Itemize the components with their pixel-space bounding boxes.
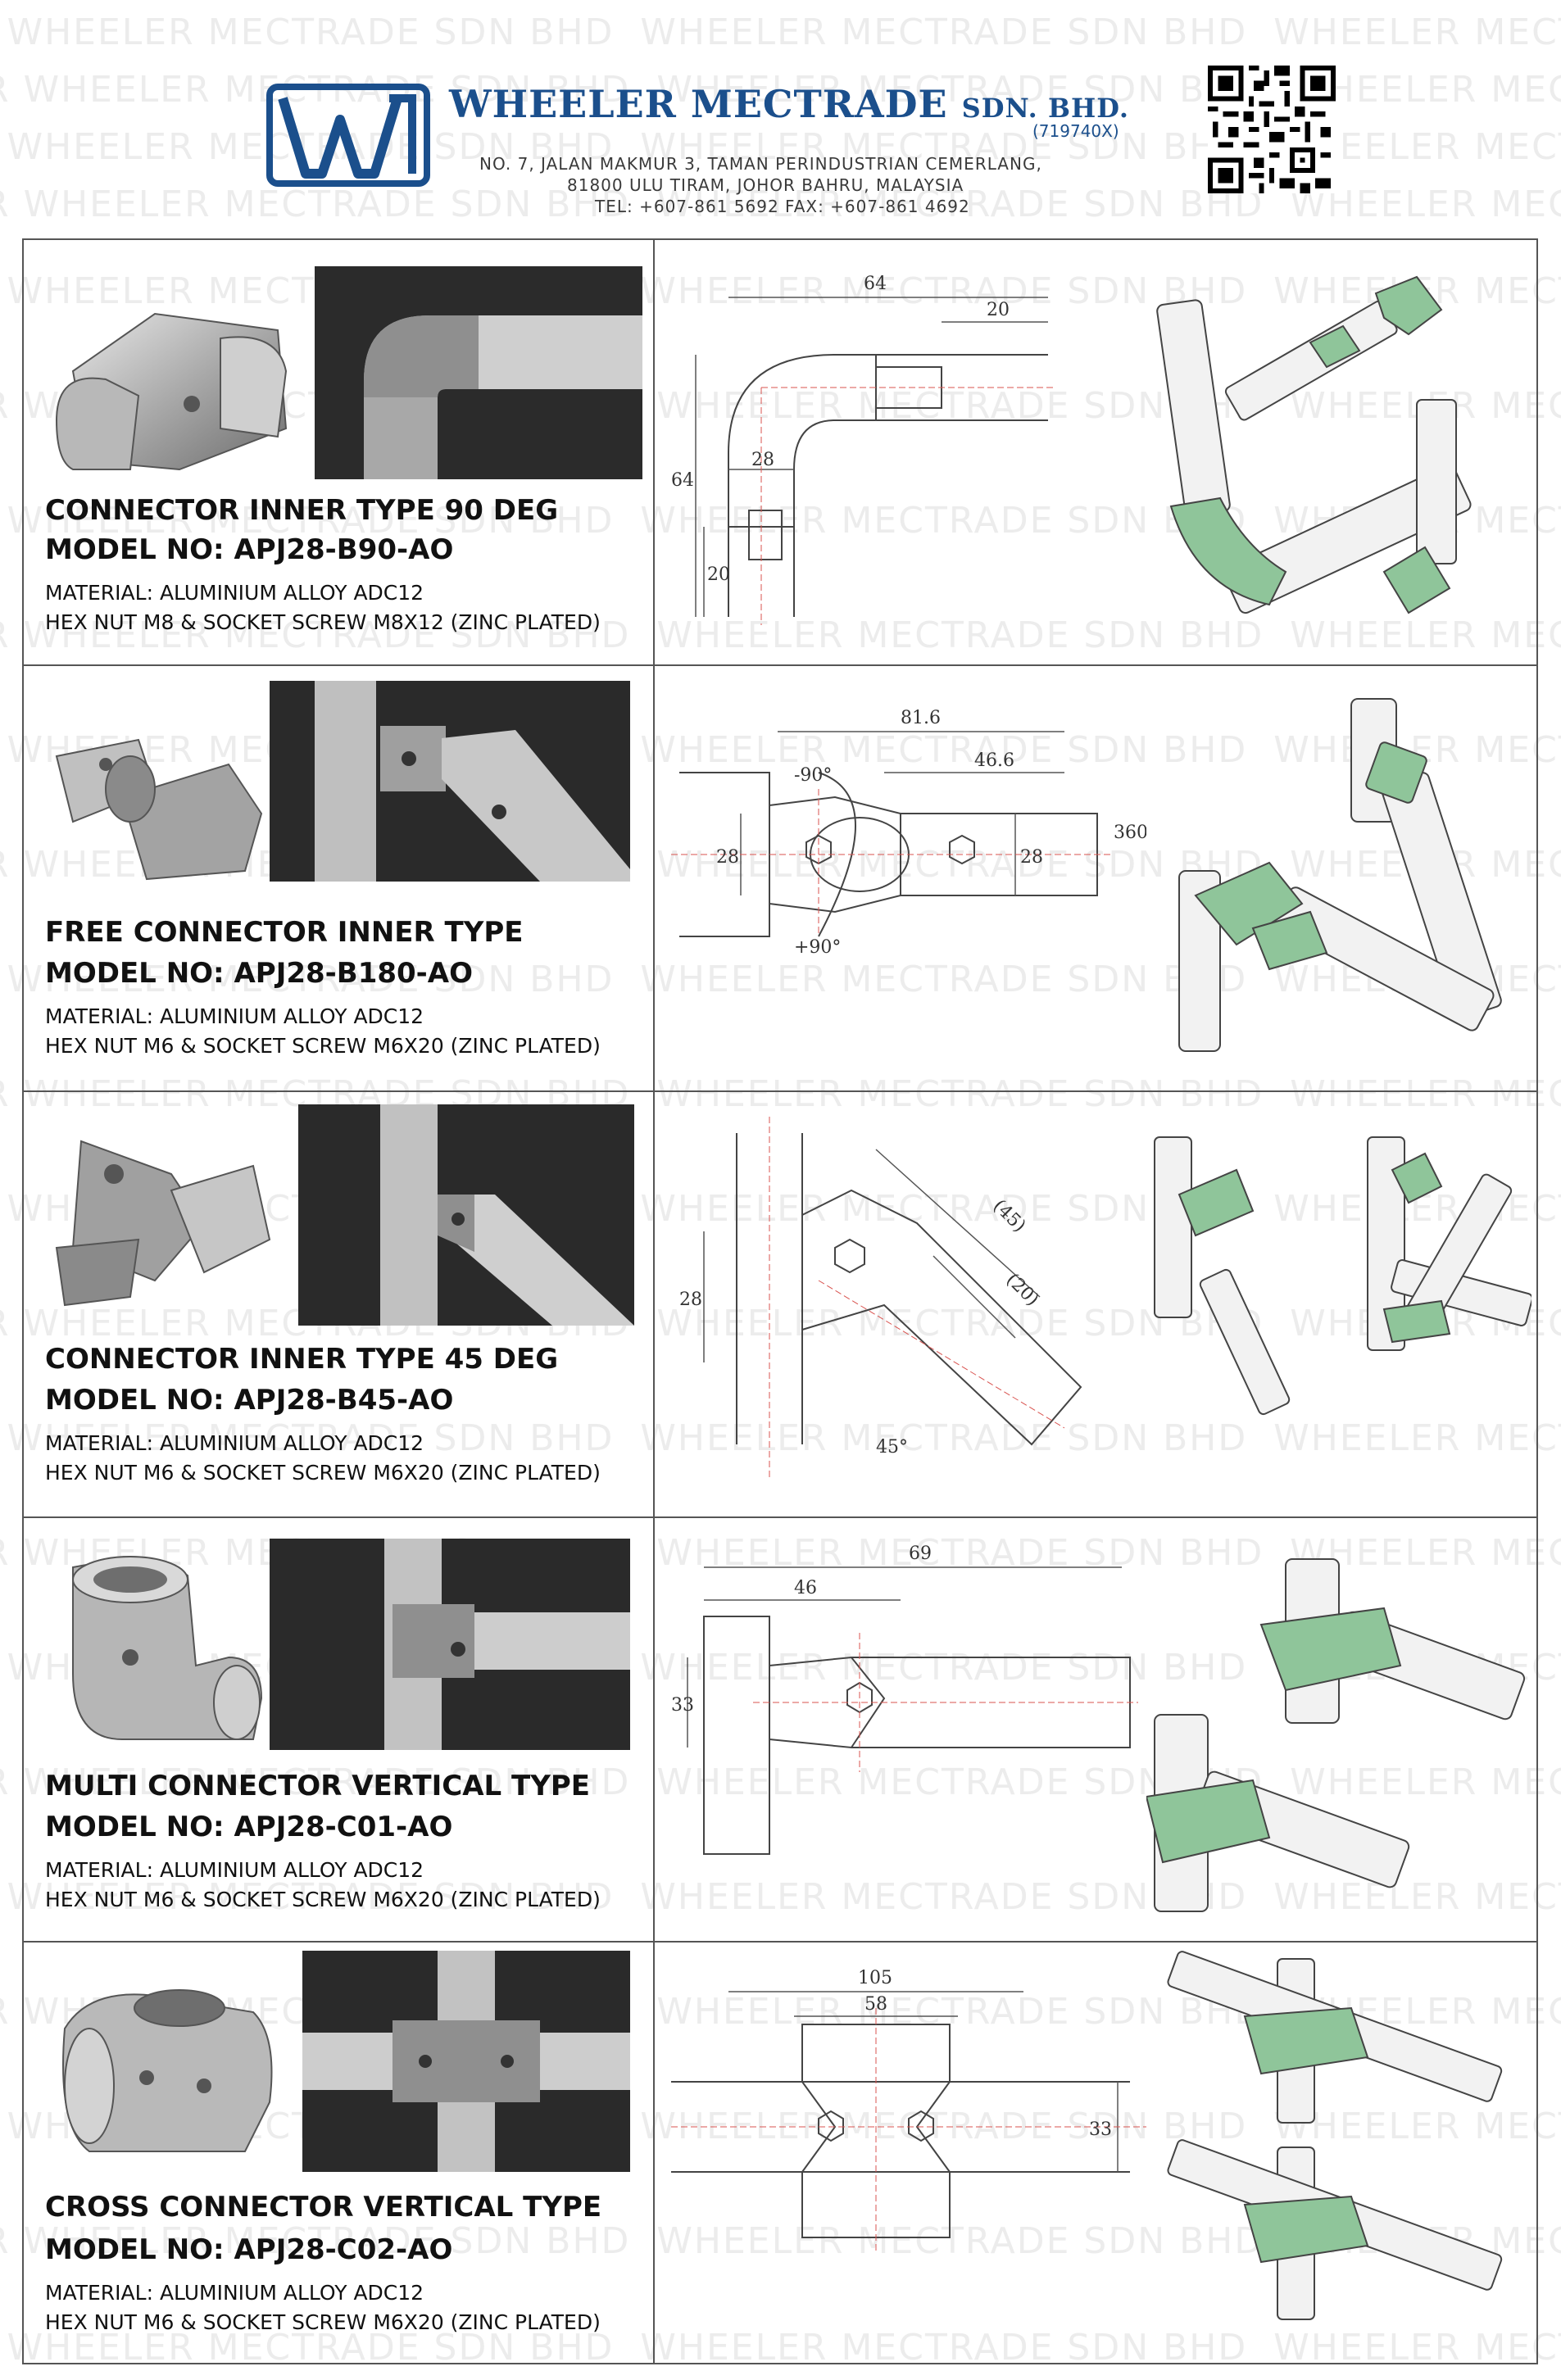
dim-label: 81.6 — [901, 708, 941, 728]
product-row: FREE CONNECTOR INNER TYPE MODEL NO: APJ2… — [24, 666, 1536, 1092]
contact-line: TEL: +607-861 5692 FAX: +607-861 4692 — [595, 197, 970, 216]
multi-connector-photo — [72, 1556, 263, 1740]
dim-label: 28 — [1020, 847, 1043, 868]
product-row: CONNECTOR INNER TYPE 90 DEG MODEL NO: AP… — [24, 240, 1536, 666]
product-title: CONNECTOR INNER TYPE 90 DEG — [45, 494, 559, 527]
column-divider — [653, 1092, 655, 1516]
model-number: MODEL NO: APJ28-B45-AO — [45, 1384, 454, 1417]
multi-connector-installed-photo — [270, 1539, 630, 1750]
dim-label: 69 — [909, 1544, 932, 1564]
dim-label: 105 — [858, 1968, 892, 1988]
dim-label: 33 — [1089, 2119, 1112, 2140]
material-spec: MATERIAL: ALUMINIUM ALLOY ADC12 — [45, 1004, 424, 1028]
dim-label: 360° — [1114, 823, 1146, 843]
connector-45-installed-photo — [298, 1104, 634, 1326]
hardware-spec: HEX NUT M6 & SOCKET SCREW M6X20 (ZINC PL… — [45, 1888, 601, 1911]
hardware-spec: HEX NUT M8 & SOCKET SCREW M8X12 (ZINC PL… — [45, 610, 601, 634]
dim-label: 28 — [751, 450, 774, 470]
dim-label: +90° — [794, 937, 841, 958]
dim-label: 28 — [716, 847, 739, 868]
material-spec: MATERIAL: ALUMINIUM ALLOY ADC12 — [45, 1431, 424, 1455]
column-divider — [653, 1518, 655, 1941]
column-divider — [653, 666, 655, 1090]
hardware-spec: HEX NUT M6 & SOCKET SCREW M6X20 (ZINC PL… — [45, 1034, 601, 1058]
product-title: CROSS CONNECTOR VERTICAL TYPE — [45, 2191, 602, 2224]
cross-connector-installed-photo — [302, 1951, 630, 2172]
cross-connector-dimension-drawing: 105 58 33 — [671, 1968, 1146, 2254]
product-table: CONNECTOR INNER TYPE 90 DEG MODEL NO: AP… — [22, 238, 1538, 2364]
multi-connector-assembly-illustration — [1146, 1558, 1526, 1912]
dim-label: (45) — [989, 1196, 1030, 1237]
material-spec: MATERIAL: ALUMINIUM ALLOY ADC12 — [45, 581, 424, 605]
free-connector-dimension-drawing: 81.6 46.6 -90° +90° 28 28 360° — [671, 708, 1146, 958]
dim-label: 20 — [707, 564, 730, 585]
product-title: CONNECTOR INNER TYPE 45 DEG — [45, 1343, 559, 1376]
model-number: MODEL NO: APJ28-C02-AO — [45, 2233, 453, 2266]
connector-45-photo — [55, 1140, 271, 1307]
multi-connector-dimension-drawing: 69 46 33 — [671, 1544, 1138, 1855]
dim-label: 33 — [671, 1695, 694, 1716]
address-line-2: 81800 ULU TIRAM, JOHOR BAHRU, MALAYSIA — [567, 175, 964, 195]
company-registration: (719740X) — [1032, 121, 1119, 141]
cross-connector-assembly-illustration — [1167, 1951, 1503, 2320]
material-spec: MATERIAL: ALUMINIUM ALLOY ADC12 — [45, 2281, 424, 2305]
product-row: CROSS CONNECTOR VERTICAL TYPE MODEL NO: … — [24, 1943, 1536, 2363]
cross-connector-photo — [62, 1989, 273, 2152]
connector-90-dimension-drawing: 64 20 64 28 20 — [671, 274, 1056, 625]
dim-label: 20 — [987, 300, 1010, 320]
model-number: MODEL NO: APJ28-C01-AO — [45, 1811, 453, 1843]
product-row: MULTI CONNECTOR VERTICAL TYPE MODEL NO: … — [24, 1518, 1536, 1943]
connector-90-assembly-illustration — [1156, 275, 1472, 614]
dim-label: 45° — [876, 1437, 908, 1457]
column-divider — [653, 1943, 655, 2363]
dim-label: 58 — [864, 1994, 887, 2015]
company-name: WHEELER MECTRADE SDN. BHD. — [449, 82, 1129, 126]
free-connector-photo — [55, 738, 263, 881]
free-connector-installed-photo — [270, 681, 630, 882]
connector-90-installed-photo — [315, 266, 642, 479]
connector-45-dimension-drawing: (45) (20) 28 45° — [679, 1117, 1082, 1477]
connector-45-assembly-illustration — [1154, 1136, 1532, 1416]
connector-90-photo — [55, 312, 288, 471]
material-spec: MATERIAL: ALUMINIUM ALLOY ADC12 — [45, 1858, 424, 1882]
column-divider — [653, 240, 655, 664]
product-title: MULTI CONNECTOR VERTICAL TYPE — [45, 1770, 590, 1802]
product-title: FREE CONNECTOR INNER TYPE — [45, 916, 524, 949]
model-number: MODEL NO: APJ28-B90-AO — [45, 533, 454, 566]
dim-label: 46 — [794, 1578, 817, 1598]
qr-code-icon[interactable] — [1208, 66, 1336, 193]
dim-label: -90° — [794, 765, 832, 786]
model-number: MODEL NO: APJ28-B180-AO — [45, 957, 474, 990]
dim-label: (20) — [1002, 1270, 1043, 1311]
dim-label: 46.6 — [974, 750, 1014, 771]
dim-label: 64 — [864, 274, 887, 294]
hardware-spec: HEX NUT M6 & SOCKET SCREW M6X20 (ZINC PL… — [45, 1461, 601, 1485]
wm-logo-icon — [266, 84, 430, 187]
letterhead: WHEELER MECTRADE SDN. BHD. (719740X) NO.… — [0, 0, 1561, 238]
dim-label: 64 — [671, 470, 694, 491]
hardware-spec: HEX NUT M6 & SOCKET SCREW M6X20 (ZINC PL… — [45, 2310, 601, 2334]
free-connector-assembly-illustration — [1178, 698, 1502, 1052]
product-row: CONNECTOR INNER TYPE 45 DEG MODEL NO: AP… — [24, 1092, 1536, 1518]
address-line-1: NO. 7, JALAN MAKMUR 3, TAMAN PERINDUSTRI… — [479, 154, 1042, 174]
dim-label: 28 — [679, 1290, 702, 1310]
